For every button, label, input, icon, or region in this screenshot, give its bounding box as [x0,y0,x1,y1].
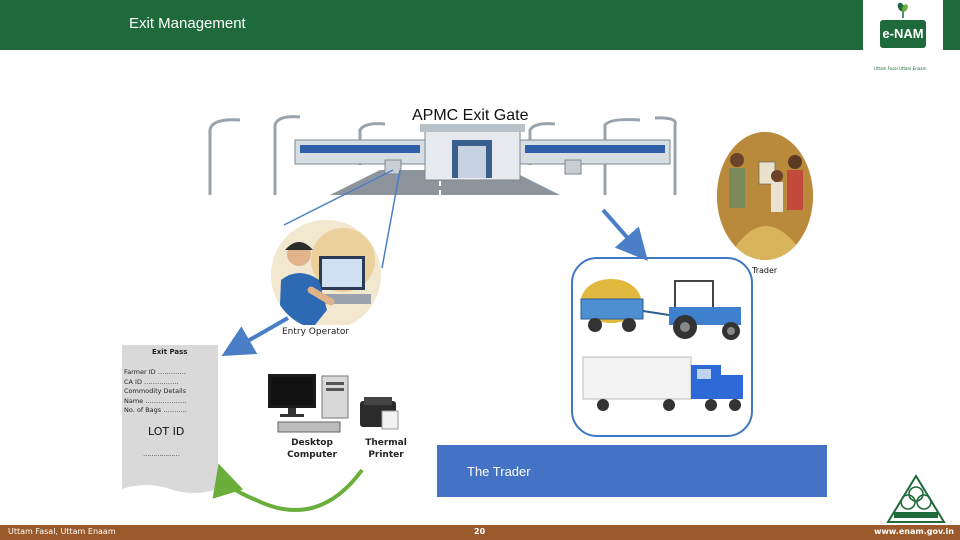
exit-pass-field: No. of Bags ……….. [124,406,187,414]
trader-label: Trader [752,266,778,275]
enam-logo-text: e-NAM [880,20,926,48]
exit-pass-field: Commodity Details [124,387,187,395]
footer-website[interactable]: www.enam.gov.in [874,527,954,536]
lot-id-label: LOT ID [148,425,185,438]
exit-pass-field: Farmer ID …………. [124,368,186,376]
desktop-computer-icon [268,374,349,433]
trader-vehicles-panel [571,257,753,437]
apmc-gate-illustration [208,115,677,195]
exit-pass-document [122,345,218,493]
trader-photo [717,132,813,260]
enam-logo: e-NAM [863,0,943,50]
page-number: 20 [474,527,486,536]
trader-box: The Trader [437,445,827,497]
thermal-printer-label: Thermal Printer [365,438,407,460]
nagarjuna-logo [886,474,946,523]
exit-pass-fields: Farmer ID …………. CA ID ……………. Commodity D… [124,368,187,416]
gate-title: APMC Exit Gate [412,107,529,124]
entry-operator-photo [271,220,381,330]
exit-pass-field: Name ………………. [124,396,187,405]
entry-operator-label: Entry Operator [272,325,356,341]
footer-bar: Uttam Fasal, Uttam Enaam 20 www.enam.gov… [0,525,960,540]
exit-pass-field: CA ID ……………. [124,377,179,386]
footer-tagline: Uttam Fasal, Uttam Enaam [8,527,116,536]
exit-pass-title: Exit Pass [152,348,188,356]
lot-id-value: ……………… [143,450,180,458]
thermal-printer-icon [360,397,399,430]
print-to-pass-arrow [212,463,364,512]
trader-box-label: The Trader [467,464,531,479]
gate-to-trader-arrow [601,208,648,262]
slide-title: Exit Management [129,15,246,32]
leaf-icon [897,2,908,18]
logo-tagline: Uttam Fasal Uttam Enaam [874,66,927,71]
header-bar: Exit Management e-NAM [0,0,960,50]
desktop-computer-label: Desktop Computer [287,438,337,460]
